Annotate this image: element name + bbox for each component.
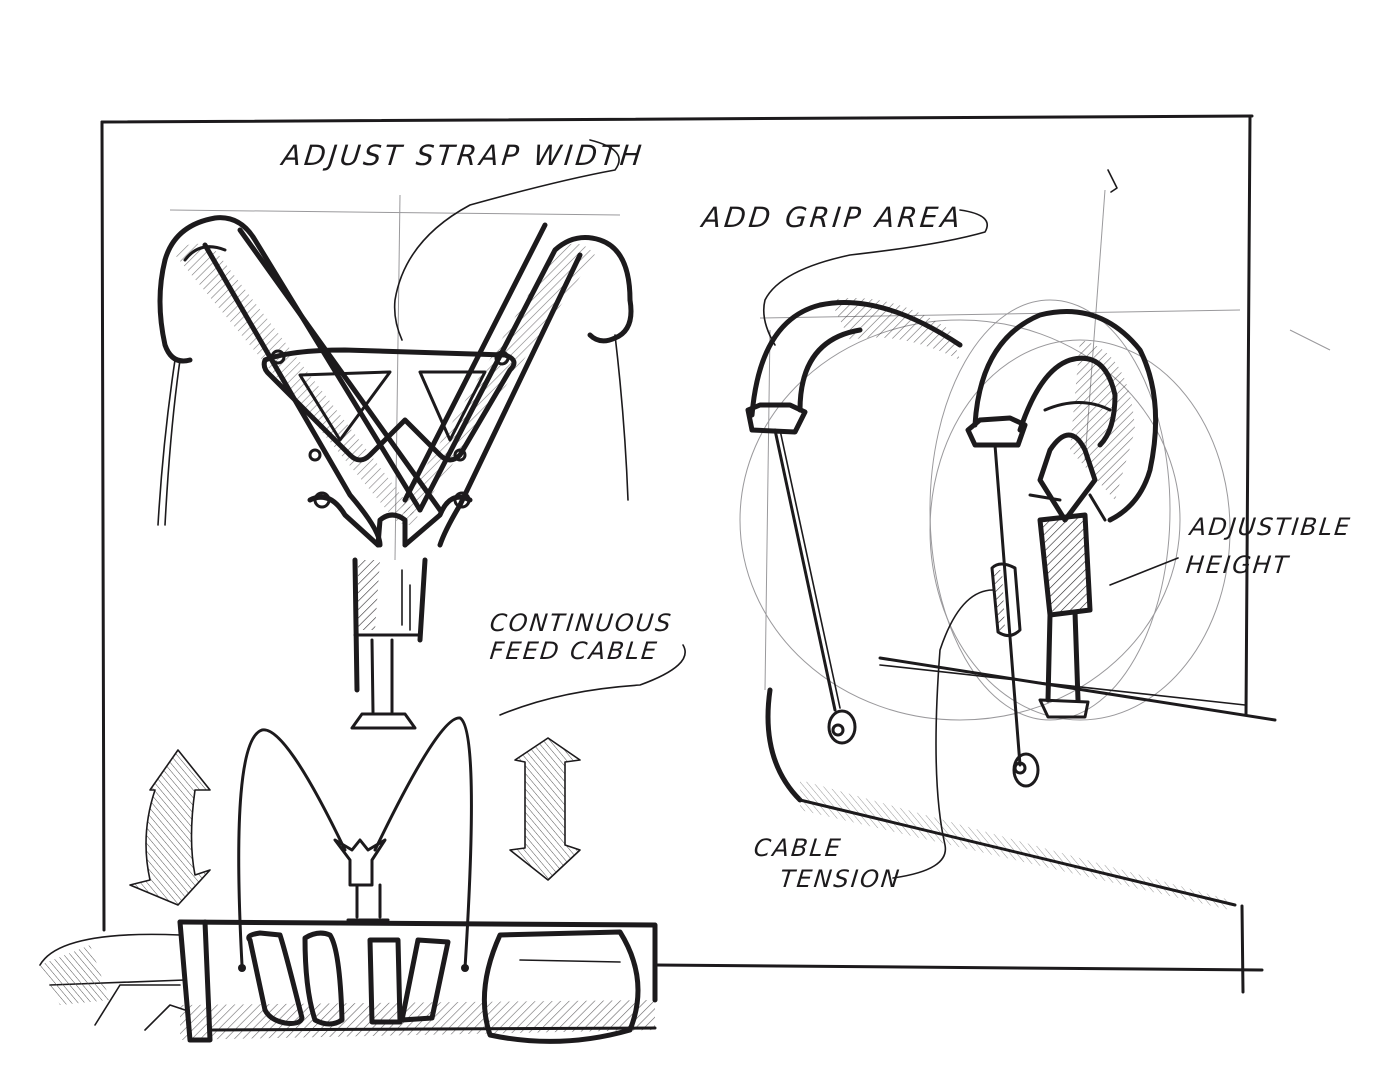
annotation-adjust-strap-width: ADJUST STRAP WIDTH <box>280 139 646 172</box>
harness-perspective-view <box>745 298 1277 910</box>
annotation-cable-tension-line2: TENSION <box>778 865 903 893</box>
construction-lines <box>169 189 1331 721</box>
annotation-adjustible-height-line1: ADJUSTIBLE <box>1188 513 1353 541</box>
annotation-cable-tension-line1: CABLE <box>752 834 844 862</box>
leader-adjustible-height <box>1109 557 1179 586</box>
annotation-adjustible-height-line2: HEIGHT <box>1184 551 1292 579</box>
leader-strap-width <box>393 139 620 341</box>
frame-border <box>100 114 1264 994</box>
leader-grip-area <box>762 209 988 346</box>
annotation-add-grip-area: ADD GRIP AREA <box>700 201 965 234</box>
annotation-continuous-line2: FEED CABLE <box>488 637 660 665</box>
leader-lines <box>393 139 1179 879</box>
truck-bed-view <box>39 716 658 1044</box>
harness-front-view <box>157 215 634 730</box>
leader-continuous-cable <box>499 644 686 716</box>
leader-cable-tension <box>892 589 994 879</box>
tick-mark <box>1107 169 1118 193</box>
annotation-continuous-line1: CONTINUOUS <box>488 609 675 637</box>
